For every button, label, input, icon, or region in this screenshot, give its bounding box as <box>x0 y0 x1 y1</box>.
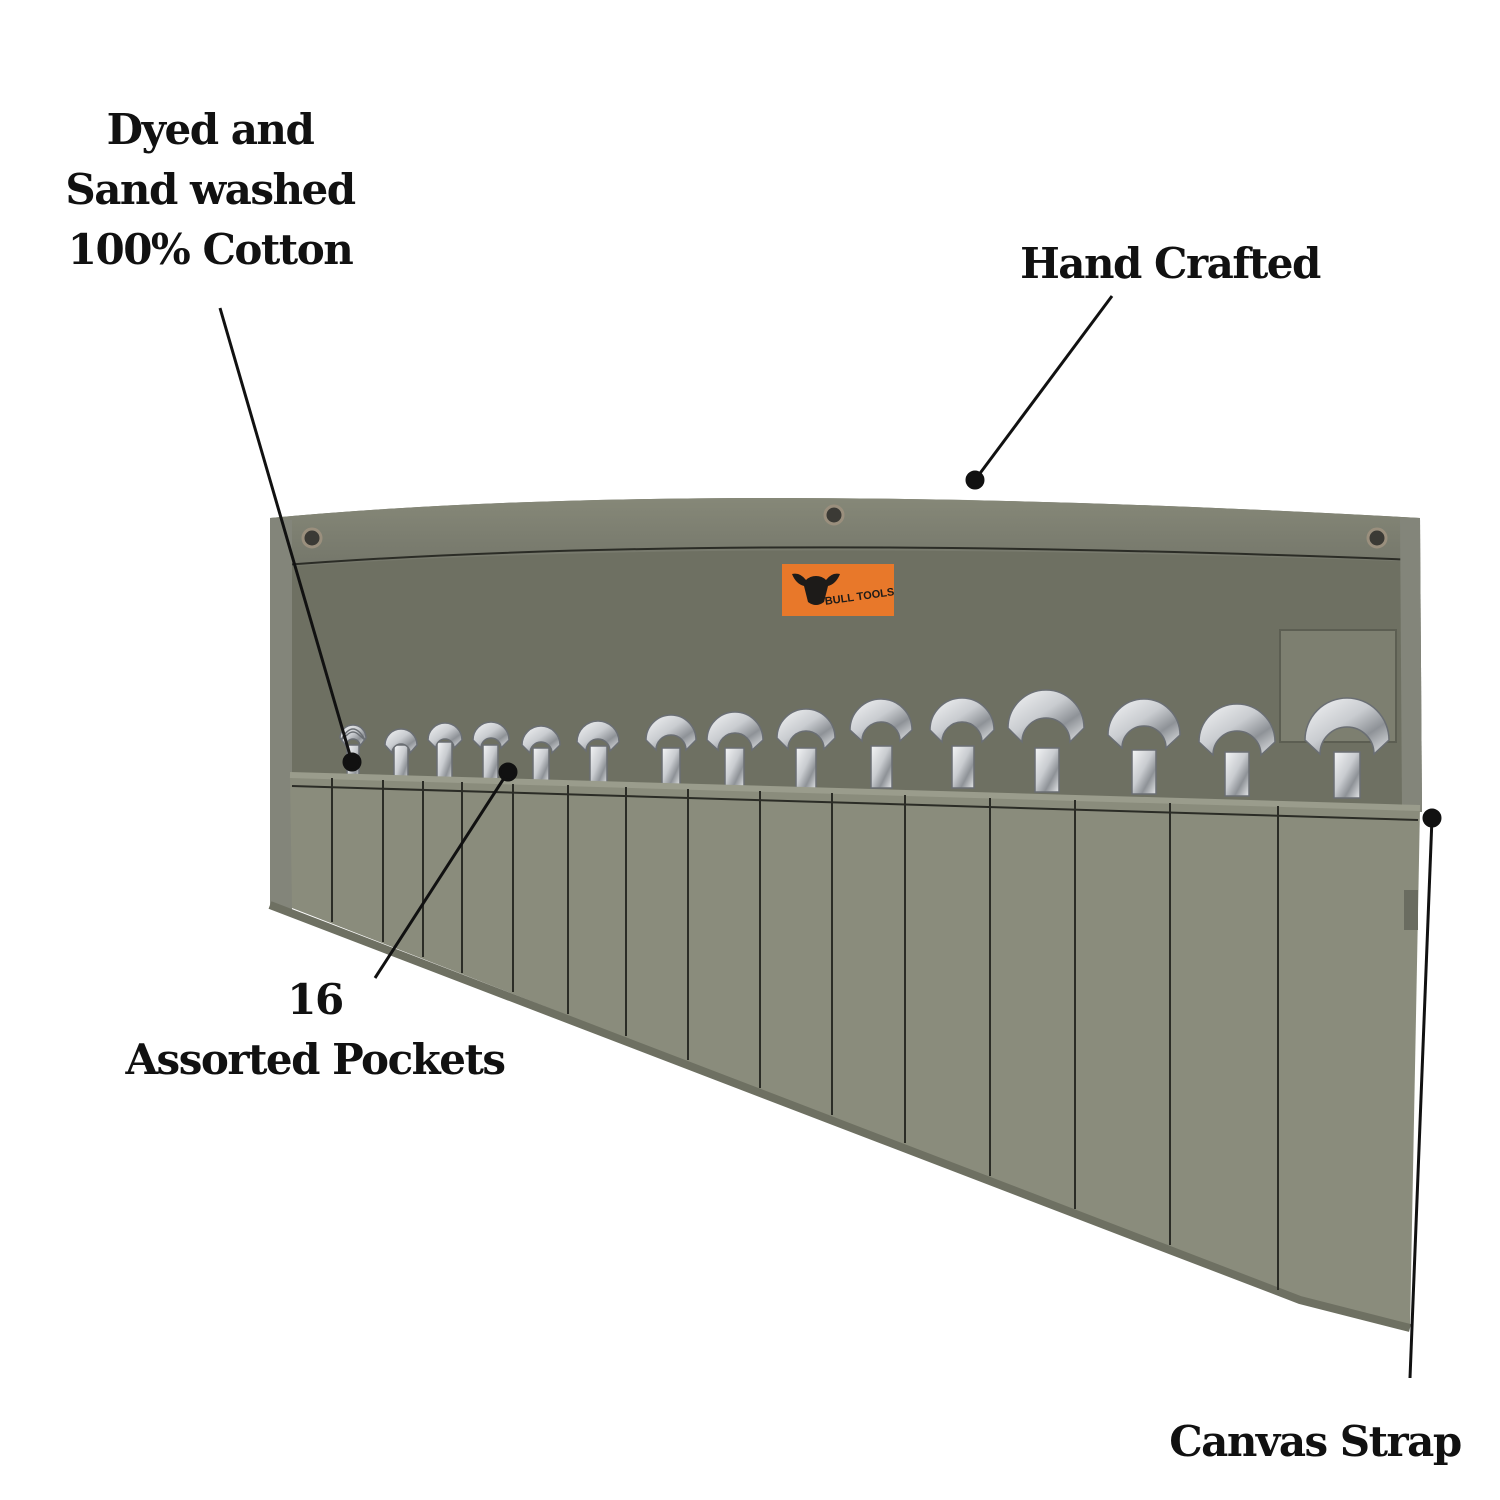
callout-pockets-count: 16 <box>287 975 344 1024</box>
callout-cotton-line-2: Sand washed <box>65 165 356 214</box>
leader-hand <box>973 295 1114 481</box>
grommet-center <box>823 504 845 526</box>
wrench-14 <box>1198 703 1276 797</box>
wrench-11 <box>929 697 995 789</box>
leader-dot-hand <box>965 470 985 490</box>
leader-lines <box>218 295 1442 1379</box>
callout-cotton: Dyed and Sand washed 100% Cotton <box>40 100 380 280</box>
pocket-top-seam <box>289 772 1421 811</box>
wrench-3 <box>427 722 463 785</box>
bull-head-icon <box>792 573 840 605</box>
callout-cotton-line-1: Dyed and <box>106 105 315 154</box>
leader-strap <box>1408 817 1434 1379</box>
grommet-left <box>301 527 323 549</box>
grommets <box>301 504 1388 549</box>
wrench-2 <box>384 728 418 786</box>
left-edge <box>270 518 292 910</box>
pocket-dividers <box>331 778 1279 1290</box>
grommet-right <box>1366 527 1388 549</box>
bottom-edge <box>268 901 1411 1332</box>
wrench-12 <box>1007 689 1085 793</box>
brand-logo: BULL TOOLS <box>782 564 895 616</box>
wrench-10 <box>849 698 913 789</box>
callout-cotton-line-3: 100% Cotton <box>67 225 354 274</box>
wrench-4 <box>472 721 510 786</box>
wrench-set <box>339 689 1390 799</box>
wrench-9 <box>776 708 836 791</box>
leader-dot-strap <box>1422 808 1442 828</box>
leader-cotton <box>218 307 354 763</box>
right-edge <box>1400 518 1422 812</box>
callout-hand-crafted: Hand Crafted <box>990 234 1350 294</box>
callout-canvas-strap: Canvas Strap <box>1150 1412 1480 1472</box>
wrench-5 <box>521 725 561 785</box>
callout-pockets-label: Assorted Pockets <box>125 1035 506 1084</box>
pocket-panel <box>290 775 1420 1328</box>
hem-stitch <box>271 546 1419 567</box>
canvas-body <box>270 498 1422 812</box>
callout-canvas-strap-text: Canvas Strap <box>1169 1417 1462 1466</box>
leader-dot-cotton <box>342 752 362 772</box>
pocket-top-stitch <box>291 785 1419 821</box>
wrench-13 <box>1107 698 1181 795</box>
wrench-15 <box>1304 697 1390 799</box>
leader-dot-pockets <box>498 762 518 782</box>
callout-hand-crafted-text: Hand Crafted <box>1020 239 1321 288</box>
wrench-6 <box>576 720 620 787</box>
leader-pockets <box>373 771 510 979</box>
wrench-7 <box>645 714 697 787</box>
canvas-strap <box>1404 890 1418 930</box>
callout-pockets: 16 Assorted Pockets <box>95 970 535 1090</box>
